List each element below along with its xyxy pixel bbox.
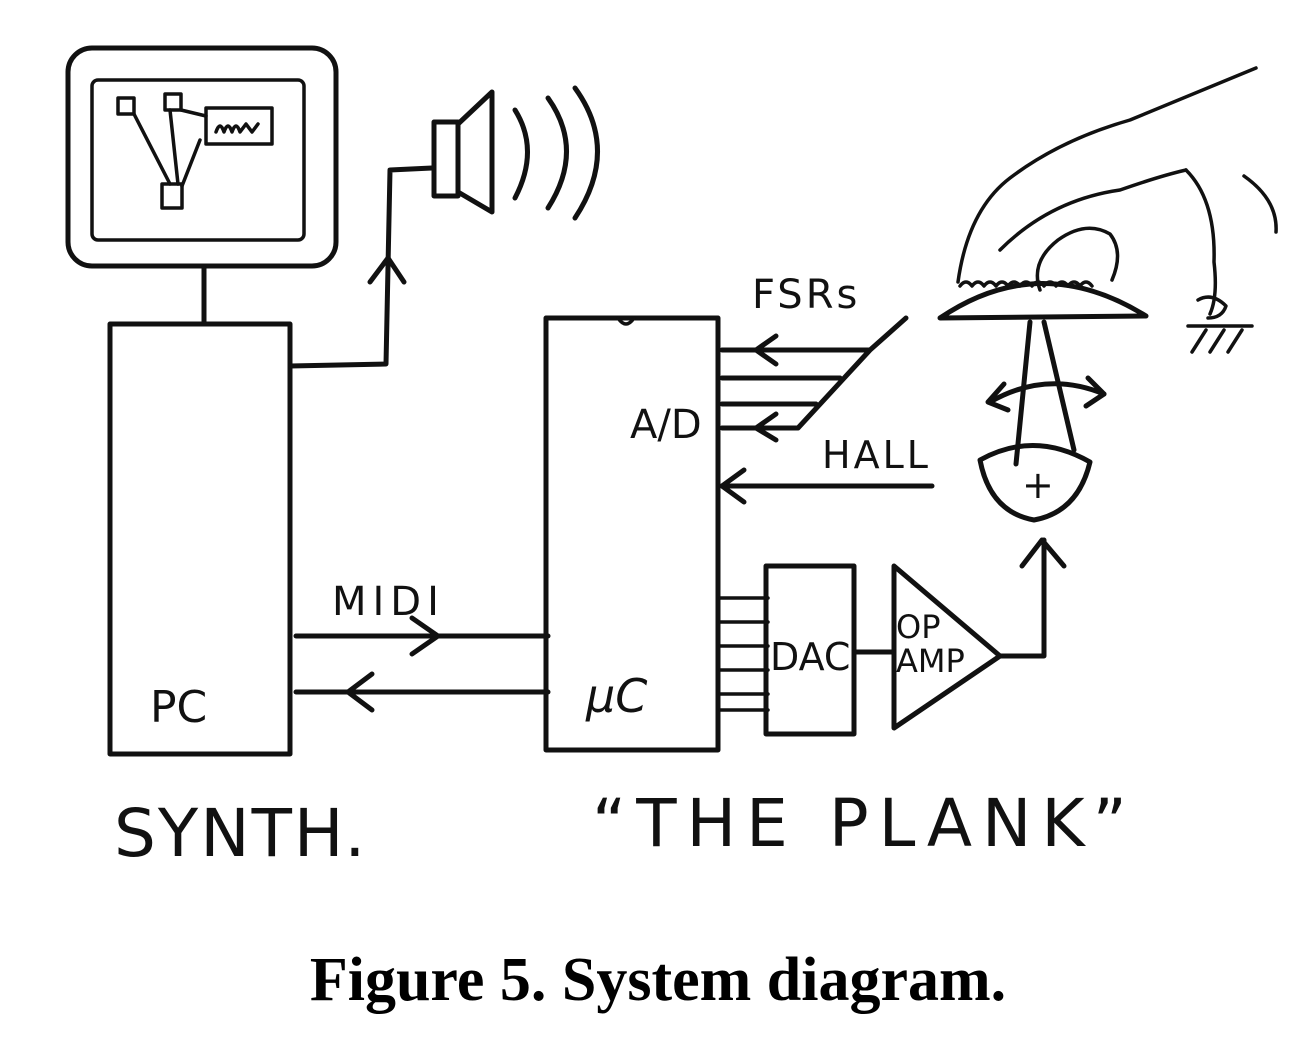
speaker-icon	[434, 88, 598, 218]
hand-icon	[958, 68, 1276, 352]
amp-label: AMP	[896, 642, 965, 680]
dac-label: DAC	[770, 635, 850, 679]
op-label: OP	[896, 608, 940, 646]
lever-lines	[1016, 322, 1074, 464]
fsrs-label: FSRs	[752, 272, 860, 318]
fsr-lines	[722, 318, 906, 428]
lever-motion-arrow	[990, 384, 1104, 402]
plank-cap	[940, 283, 1146, 318]
ad-label: A/D	[630, 402, 702, 448]
dac-bus-lines	[720, 598, 768, 710]
monitor	[68, 48, 336, 266]
midi-label: MIDI	[332, 579, 445, 625]
plus-label: +	[1022, 463, 1054, 507]
pc-label: PC	[150, 682, 207, 733]
hall-label: HALL	[822, 433, 931, 477]
opamp-output-line	[1000, 540, 1044, 656]
uc-label: μC	[585, 669, 647, 723]
plank-label: “THE PLANK”	[592, 785, 1137, 862]
figure-caption: Figure 5. System diagram.	[0, 945, 1316, 1016]
synth-label: SYNTH.	[114, 795, 367, 872]
